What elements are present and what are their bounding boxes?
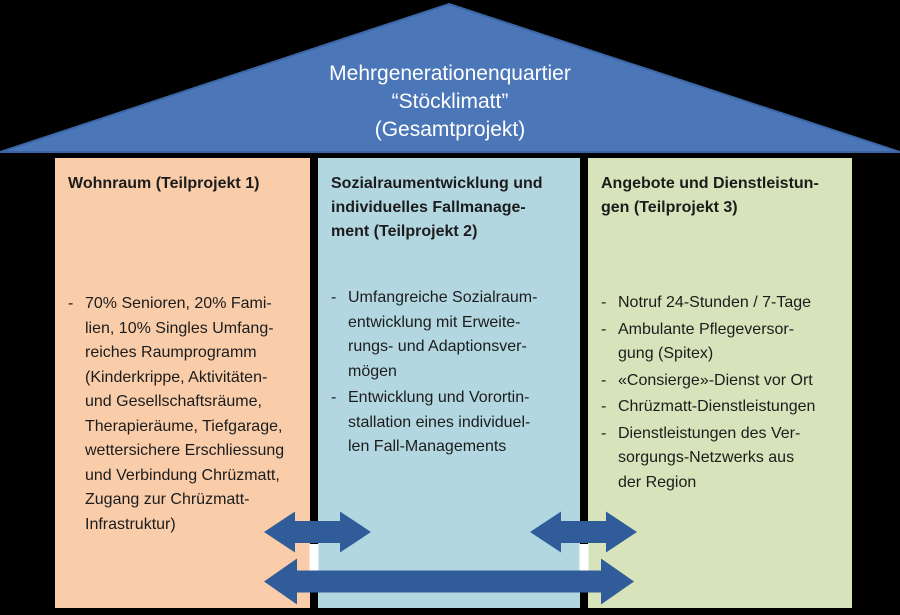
column-3-body: - Notruf 24-Stunden / 7-Tage - Ambulante… [601, 291, 847, 497]
list-item: - «Consierge»-Dienst vor Ort [601, 369, 847, 394]
list-item-text: «Consierge»-Dienst vor Ort [618, 371, 813, 389]
column-1-body: - 70% Senioren, 20% Fami- lien, 10% Sing… [68, 292, 305, 539]
bullet-dash: - [68, 295, 74, 312]
bullet-dash: - [601, 398, 607, 415]
column-1-header: Wohnraum (Teilprojekt 1) [68, 175, 260, 192]
column-2-body: - Umfangreiche Sozialraum- entwicklung m… [331, 286, 575, 462]
list-item: - 70% Senioren, 20% Fami- lien, 10% Sing… [68, 292, 305, 537]
list-item-text: Umfangreiche Sozialraum- entwicklung mit… [348, 289, 538, 380]
bullet-dash: - [601, 320, 607, 338]
column-3-header: Angebote und Dienstleistun- gen (Teilpro… [601, 175, 819, 216]
list-item-text: Chrüzmatt-Dienstleistungen [618, 398, 816, 415]
bullet-dash: - [601, 294, 607, 311]
roof-shape [0, 2, 900, 153]
column-teilprojekt-2: Sozialraumentwicklung und individuelles … [318, 158, 580, 608]
list-item: - Dienstleistungen des Ver- sorgungs-Net… [601, 422, 847, 496]
roof-triangle-icon [0, 2, 900, 153]
list-item-text: 70% Senioren, 20% Fami- lien, 10% Single… [85, 295, 285, 533]
list-item: - Umfangreiche Sozialraum- entwicklung m… [331, 286, 575, 384]
column-teilprojekt-1: Wohnraum (Teilprojekt 1) - 70% Senioren,… [55, 158, 310, 608]
column-teilprojekt-3: Angebote und Dienstleistun- gen (Teilpro… [588, 158, 852, 608]
list-item-text: Ambulante Pflegeversor- gung (Spitex) [618, 320, 795, 363]
list-item-text: Dienstleistungen des Ver- sorgungs-Netzw… [618, 424, 801, 491]
bullet-dash: - [601, 424, 607, 442]
list-item-text: Notruf 24-Stunden / 7-Tage [618, 294, 812, 311]
list-item: - Entwicklung und Vorortin- stallation e… [331, 386, 575, 460]
roof-title: Mehrgenerationenquartier “Stöcklimatt” (… [329, 62, 571, 141]
bullet-dash: - [331, 289, 337, 306]
bullet-dash: - [601, 371, 607, 389]
bullet-dash: - [331, 389, 337, 406]
list-item-text: Entwicklung und Vorortin- stallation ein… [348, 389, 531, 455]
list-item: - Chrüzmatt-Dienstleistungen [601, 395, 847, 420]
column-2-header: Sozialraumentwicklung und individuelles … [331, 175, 543, 240]
list-item: - Ambulante Pflegeversor- gung (Spitex) [601, 318, 847, 367]
list-item: - Notruf 24-Stunden / 7-Tage [601, 291, 847, 316]
